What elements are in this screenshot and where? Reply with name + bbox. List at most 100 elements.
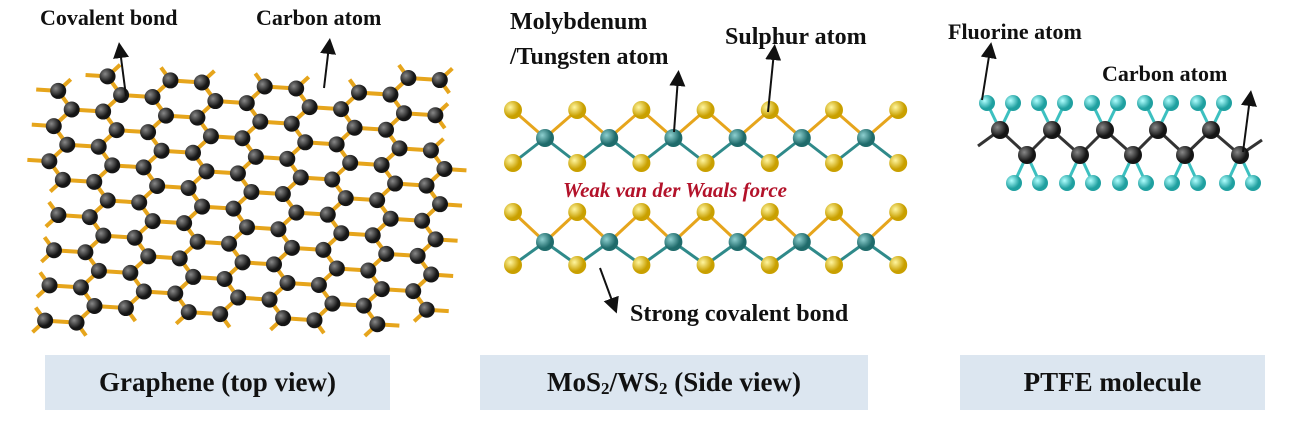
carbon-atom	[185, 144, 201, 161]
carbon-atom	[77, 244, 94, 261]
metal-atom	[600, 129, 619, 147]
caption-part: MoS	[546, 366, 601, 397]
label-ptfe-carbon-atom: Carbon atom	[1102, 61, 1228, 86]
carbon-atom	[149, 177, 166, 194]
carbon-atom	[45, 118, 62, 135]
carbon-atom	[238, 95, 255, 112]
fluorine-atom	[1110, 95, 1126, 111]
caption-mos2-text: MoS2/WS2 (Side view)	[547, 367, 801, 399]
metal-atom	[536, 233, 554, 251]
carbon-atom	[171, 250, 188, 267]
carbon-atom	[90, 138, 107, 155]
label-strong-covalent-bond: Strong covalent bond	[630, 301, 849, 327]
carbon-atom	[346, 119, 363, 136]
sulphur-atom	[696, 154, 715, 172]
carbon-atom	[86, 173, 103, 190]
carbon-atom	[283, 115, 300, 132]
sulphur-atom	[760, 101, 779, 119]
sulphur-atom	[504, 154, 522, 172]
metal-atom	[792, 233, 811, 251]
carbon-atom	[50, 207, 67, 224]
carbon-atom	[234, 130, 251, 147]
carbon-atom	[81, 209, 98, 226]
carbon-atom	[140, 124, 157, 141]
fluorine-atom	[1190, 95, 1206, 111]
carbon-atom	[104, 157, 121, 174]
caption-ptfe: PTFE molecule	[960, 355, 1265, 410]
sulphur-atom	[825, 154, 843, 172]
carbon-atom	[135, 283, 152, 300]
fluorine-atom	[1219, 175, 1235, 191]
arrow-carbon-atom	[320, 38, 336, 89]
sulphur-atom	[760, 256, 779, 274]
carbon-atom	[991, 121, 1009, 139]
carbon-atom	[41, 277, 58, 294]
carbon-atom	[45, 242, 62, 259]
carbon-atom	[189, 233, 206, 250]
sulphur-atom	[504, 256, 522, 274]
fluorine-atom	[1245, 175, 1261, 191]
carbon-atom	[395, 105, 412, 122]
caption-part: (Side view)	[667, 366, 801, 397]
carbon-atom	[256, 78, 273, 95]
sulphur-atom	[696, 256, 715, 274]
carbon-atom	[422, 142, 439, 159]
ptfe-chain	[977, 95, 1263, 191]
carbon-atom	[418, 177, 435, 194]
sulphur-atom	[825, 203, 843, 221]
sulphur-atom	[889, 203, 908, 221]
carbon-atom	[68, 314, 85, 331]
arrow-metal-atom	[669, 70, 686, 133]
fluorine-atom	[1138, 175, 1154, 191]
carbon-atom	[333, 101, 350, 118]
sulphur-atom	[568, 203, 587, 221]
arrow-sulphur-atom	[765, 44, 782, 113]
carbon-atom	[337, 190, 354, 207]
sulphur-atom	[504, 203, 522, 221]
carbon-atom	[194, 198, 211, 215]
carbon-atom	[37, 312, 54, 329]
carbon-atom	[59, 136, 76, 153]
carbon-atom	[189, 109, 206, 126]
carbon-atom	[315, 241, 332, 258]
arrows	[113, 38, 1257, 314]
carbon-atom	[351, 84, 368, 101]
carbon-atom	[306, 312, 323, 329]
metal-atom	[536, 129, 554, 147]
carbon-atom	[431, 72, 448, 89]
carbon-atom	[162, 72, 179, 89]
carbon-atom	[247, 148, 264, 165]
carbon-atom	[274, 186, 291, 203]
carbon-atom	[99, 192, 116, 209]
label-metal-atom-line1: Molybdenum	[510, 9, 648, 35]
caption-graphene: Graphene (top view)	[45, 355, 390, 410]
carbon-atom	[90, 262, 107, 279]
sulphur-atom	[632, 101, 651, 119]
carbon-atom	[54, 171, 71, 188]
arrow-strong-bond	[599, 267, 619, 314]
sulphur-atom	[632, 203, 651, 221]
caption-part: /WS	[609, 366, 660, 397]
carbon-atom	[328, 136, 345, 153]
label-sulphur-atom: Sulphur atom	[725, 24, 867, 50]
carbon-atom	[185, 268, 202, 285]
carbon-atom	[99, 68, 116, 85]
carbon-atom	[167, 285, 184, 302]
fluorine-atom	[1112, 175, 1128, 191]
carbon-atom	[252, 113, 269, 130]
carbon-atom	[405, 283, 422, 300]
carbon-atom	[95, 103, 112, 120]
carbon-atom	[279, 150, 296, 167]
carbon-atom	[122, 264, 139, 281]
sulphur-atom	[889, 154, 908, 172]
carbon-atom	[1176, 146, 1194, 164]
arrow-covalent-bond	[113, 42, 129, 97]
sulphur-atom	[632, 256, 651, 274]
carbon-atom	[427, 107, 444, 124]
carbon-atom	[198, 163, 215, 180]
carbon-atom	[202, 128, 219, 145]
carbon-atom	[418, 301, 435, 318]
carbon-atom	[126, 229, 143, 246]
